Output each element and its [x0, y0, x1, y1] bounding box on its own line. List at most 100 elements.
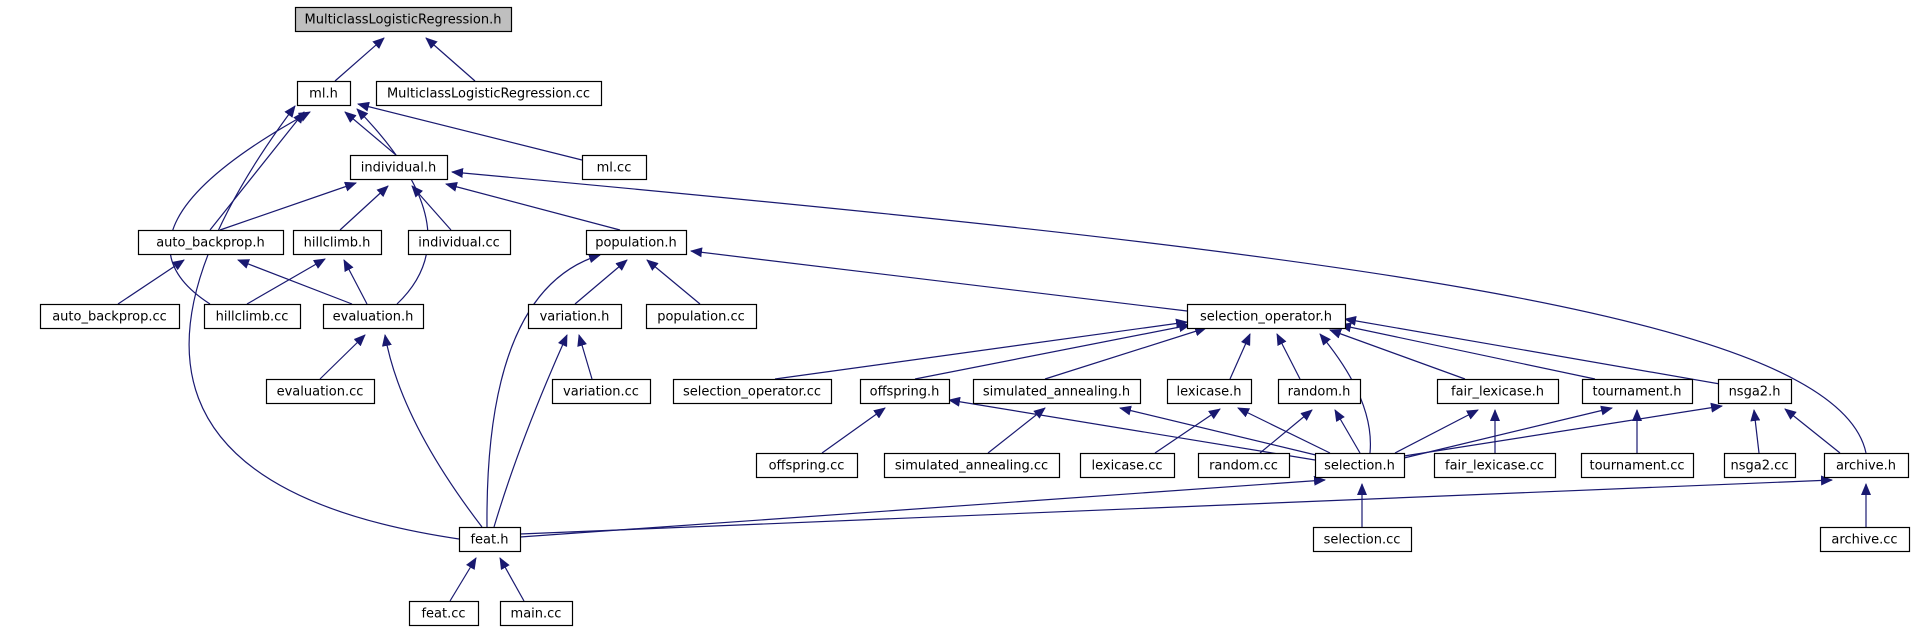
node-population_h[interactable]: population.h	[585, 229, 688, 256]
node-label: offspring.h	[870, 385, 940, 400]
node-variation_h[interactable]: variation.h	[527, 303, 623, 330]
node-box	[645, 303, 758, 330]
node-box	[859, 378, 951, 405]
node-label: archive.cc	[1831, 533, 1897, 548]
node-MulticlassLogisticRegression_cc[interactable]: MulticlassLogisticRegression.cc	[375, 80, 603, 107]
edge-tournament_h-to-selection_operator_h	[1339, 322, 1596, 380]
edge-feat_h-to-variation_h	[493, 334, 568, 528]
node-box	[1436, 378, 1560, 405]
node-selection_cc[interactable]: selection.cc	[1312, 526, 1413, 553]
node-box	[1819, 526, 1911, 553]
node-label: archive.h	[1836, 459, 1896, 474]
node-box	[1166, 378, 1253, 405]
node-box	[375, 80, 603, 107]
node-tournament_cc[interactable]: tournament.cc	[1580, 452, 1695, 479]
node-box	[1186, 303, 1347, 330]
node-label: evaluation.h	[333, 310, 414, 325]
node-population_cc[interactable]: population.cc	[645, 303, 758, 330]
node-label: simulated_annealing.cc	[895, 459, 1048, 474]
edge-archive_h-to-nsga2_h	[1784, 408, 1841, 454]
node-label: lexicase.cc	[1092, 459, 1163, 474]
node-individual_h[interactable]: individual.h	[349, 154, 449, 181]
node-box	[499, 600, 574, 627]
node-auto_backprop_cc[interactable]: auto_backprop.cc	[39, 303, 181, 330]
node-hillclimb_h[interactable]: hillclimb.h	[292, 229, 383, 256]
edge-feat_cc-to-feat_h	[449, 557, 477, 602]
edge-population_cc-to-population_h	[646, 259, 701, 305]
node-lexicase_h[interactable]: lexicase.h	[1166, 378, 1253, 405]
edge-evaluation_h-to-auto_backprop_h	[237, 259, 353, 305]
edge-selection_h-to-simulated_annealing_h	[1119, 405, 1321, 457]
node-box	[1717, 378, 1793, 405]
edge-individual_cc-to-individual_h	[411, 185, 452, 231]
node-fair_lexicase_cc[interactable]: fair_lexicase.cc	[1433, 452, 1557, 479]
edge-selection_operator_h-to-population_h	[690, 247, 1188, 312]
edge-main_cc-to-feat_h	[499, 557, 525, 602]
node-label: selection_operator.h	[1200, 310, 1332, 325]
node-offspring_cc[interactable]: offspring.cc	[755, 452, 859, 479]
node-label: lexicase.h	[1177, 385, 1242, 400]
edge-selection_h-to-nsga2_h	[1403, 402, 1723, 457]
node-individual_cc[interactable]: individual.cc	[407, 229, 512, 256]
node-label: individual.h	[361, 161, 436, 176]
node-box	[203, 303, 302, 330]
edge-random_h-to-selection_operator_h	[1276, 333, 1301, 380]
node-box	[1723, 452, 1797, 479]
node-label: fair_lexicase.h	[1451, 385, 1544, 400]
node-label: nsga2.cc	[1731, 459, 1789, 474]
node-label: selection_operator.cc	[683, 385, 821, 400]
node-box	[322, 303, 425, 330]
node-box	[1197, 452, 1291, 479]
node-label: feat.cc	[421, 607, 465, 622]
node-evaluation_cc[interactable]: evaluation.cc	[265, 378, 376, 405]
node-tournament_h[interactable]: tournament.h	[1581, 378, 1694, 405]
node-feat_h[interactable]: feat.h	[458, 526, 522, 553]
node-feat_cc[interactable]: feat.cc	[408, 600, 480, 627]
node-main_cc[interactable]: main.cc	[499, 600, 574, 627]
node-offspring_h[interactable]: offspring.h	[859, 378, 951, 405]
node-box	[1277, 378, 1362, 405]
node-variation_cc[interactable]: variation.cc	[551, 378, 652, 405]
node-fair_lexicase_h[interactable]: fair_lexicase.h	[1436, 378, 1560, 405]
node-label: MulticlassLogisticRegression.cc	[387, 87, 590, 102]
node-selection_h[interactable]: selection.h	[1314, 452, 1406, 479]
node-box	[408, 600, 480, 627]
edge-nsga2_h-to-selection_operator_h	[1344, 315, 1721, 385]
node-nsga2_h[interactable]: nsga2.h	[1717, 378, 1793, 405]
node-nsga2_cc[interactable]: nsga2.cc	[1723, 452, 1797, 479]
node-auto_backprop_h[interactable]: auto_backprop.h	[137, 229, 285, 256]
edge-hillclimb_h-to-individual_h	[339, 185, 389, 231]
node-selection_operator_cc[interactable]: selection_operator.cc	[672, 378, 833, 405]
edge-variation_cc-to-variation_h	[577, 334, 593, 380]
node-MulticlassLogisticRegression_h[interactable]: MulticlassLogisticRegression.h	[294, 6, 513, 33]
node-random_h[interactable]: random.h	[1277, 378, 1362, 405]
node-box	[551, 378, 652, 405]
node-evaluation_h[interactable]: evaluation.h	[322, 303, 425, 330]
node-lexicase_cc[interactable]: lexicase.cc	[1079, 452, 1176, 479]
edge-selection_h-to-offspring_h	[948, 396, 1316, 461]
node-label: MulticlassLogisticRegression.h	[305, 13, 502, 28]
node-label: population.cc	[657, 310, 745, 325]
node-label: individual.cc	[418, 236, 500, 251]
edge-fair_lexicase_h-to-selection_operator_h	[1329, 329, 1466, 380]
edge-selection_h-to-tournament_h	[1403, 405, 1613, 459]
edge-feat_h-to-selection_h	[519, 475, 1326, 538]
node-box	[883, 452, 1061, 479]
node-simulated_annealing_h[interactable]: simulated_annealing.h	[972, 378, 1142, 405]
node-selection_operator_h[interactable]: selection_operator.h	[1186, 303, 1347, 330]
node-box	[672, 378, 833, 405]
node-hillclimb_cc[interactable]: hillclimb.cc	[203, 303, 302, 330]
edge-MulticlassLogisticRegression_cc-to-MulticlassLogisticRegression_h	[425, 37, 476, 82]
node-box	[1581, 378, 1694, 405]
edge-ml_h-to-MulticlassLogisticRegression_h	[334, 37, 385, 82]
node-ml_cc[interactable]: ml.cc	[581, 154, 648, 181]
node-simulated_annealing_cc[interactable]: simulated_annealing.cc	[883, 452, 1061, 479]
edge-selection_h-to-lexicase_h	[1237, 407, 1331, 454]
node-archive_cc[interactable]: archive.cc	[1819, 526, 1911, 553]
node-random_cc[interactable]: random.cc	[1197, 452, 1291, 479]
node-ml_h[interactable]: ml.h	[296, 80, 352, 107]
node-archive_h[interactable]: archive.h	[1823, 452, 1910, 479]
edge-offspring_cc-to-offspring_h	[821, 407, 886, 454]
node-box	[296, 80, 352, 107]
